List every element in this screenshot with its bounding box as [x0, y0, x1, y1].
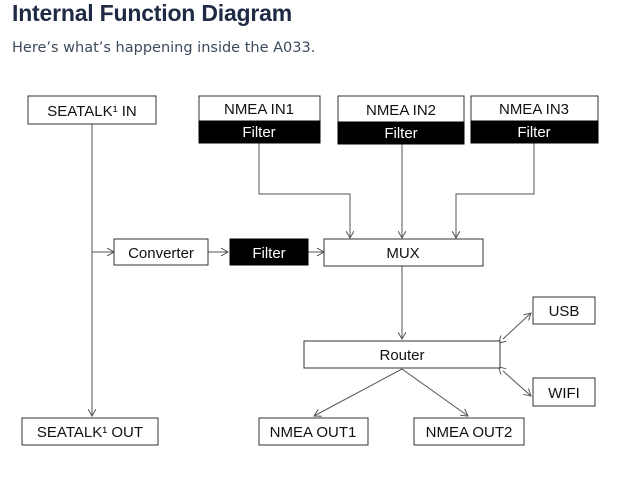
converter-label: Converter: [128, 245, 194, 262]
seatalk-out-label: SEATALK¹ OUT: [37, 424, 143, 441]
router-wifi-arrow: [503, 371, 531, 396]
nmea-out2-node: NMEA OUT2: [413, 417, 525, 446]
nmea-in1-filter-label: Filter: [242, 124, 275, 141]
router-label: Router: [379, 347, 424, 364]
nmea-in1-label: NMEA IN1: [224, 101, 294, 118]
router-to-out2-arrow: [401, 368, 468, 416]
page-title: Internal Function Diagram: [12, 0, 292, 26]
nmea-in3-to-mux-arrow: [456, 143, 535, 238]
nmea-in2-label: NMEA IN2: [366, 102, 436, 119]
nmea-in3-label: NMEA IN3: [499, 101, 569, 118]
mux-node: MUX: [323, 238, 484, 267]
nmea-in1-to-mux-arrow: [258, 143, 350, 238]
router-node: Router: [303, 340, 501, 369]
nmea-in1-node: NMEA IN1 Filter: [198, 95, 321, 144]
router-to-out1-arrow: [314, 368, 403, 416]
nmea-in3-filter-label: Filter: [517, 124, 550, 141]
seatalk-in-node: SEATALK¹ IN: [27, 95, 157, 125]
page-subtitle: Here’s what’s happening inside the A033.: [12, 40, 316, 56]
seatalk-out-node: SEATALK¹ OUT: [21, 417, 159, 446]
seatalk-in-label: SEATALK¹ IN: [47, 103, 136, 120]
wifi-node: WIFI: [532, 377, 596, 407]
router-usb-arrow: [503, 313, 531, 339]
wifi-label: WIFI: [548, 385, 580, 402]
converter-filter-node: Filter: [229, 238, 309, 266]
converter-filter-label: Filter: [252, 245, 285, 262]
usb-label: USB: [549, 303, 580, 320]
nmea-in2-node: NMEA IN2 Filter: [337, 95, 465, 145]
usb-node: USB: [532, 296, 596, 325]
nmea-out1-label: NMEA OUT1: [270, 424, 357, 441]
converter-node: Converter: [113, 238, 209, 266]
nmea-in3-node: NMEA IN3 Filter: [470, 95, 599, 144]
connector-lines: [92, 124, 535, 416]
mux-label: MUX: [386, 245, 419, 262]
nmea-out2-label: NMEA OUT2: [426, 424, 513, 441]
nmea-in2-filter-label: Filter: [384, 125, 417, 142]
nmea-out1-node: NMEA OUT1: [258, 417, 369, 446]
